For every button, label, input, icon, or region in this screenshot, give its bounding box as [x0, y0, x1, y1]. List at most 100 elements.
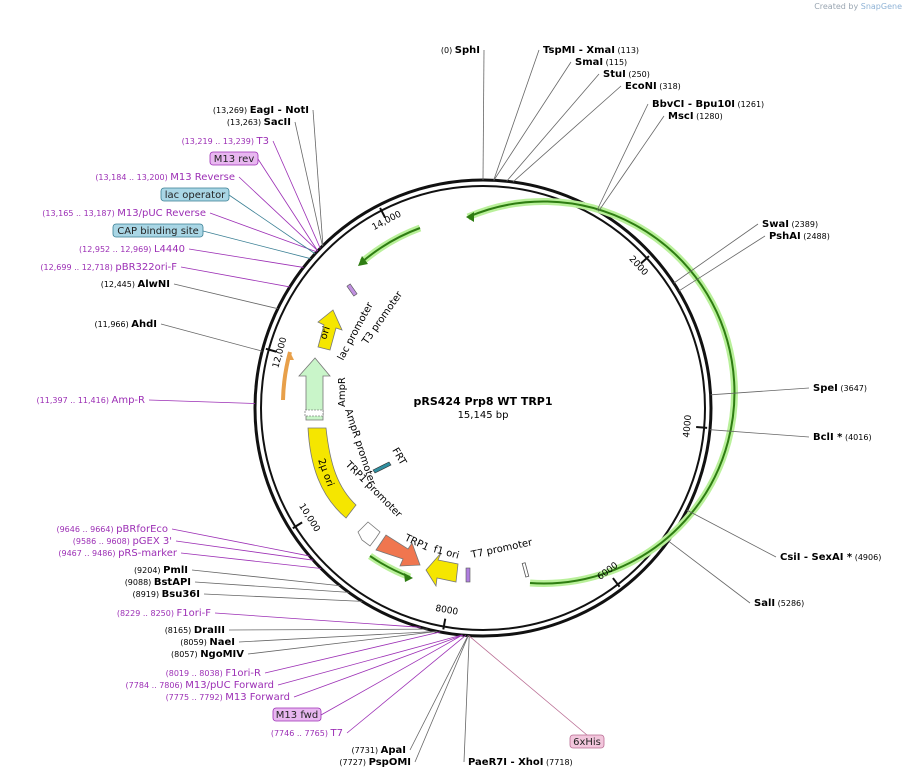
primer-site[interactable]: (13,184 .. 13,200) M13 Reverse — [95, 172, 235, 183]
enzyme-site[interactable]: (9088) BstAPI — [125, 577, 191, 588]
enzyme-site[interactable]: (7731) ApaI — [351, 745, 406, 756]
primer-site[interactable]: (12,699 .. 12,718) pBR322ori-F — [40, 262, 177, 273]
primer-site[interactable]: (11,397 .. 11,416) Amp-R — [37, 395, 145, 406]
enzyme-site[interactable]: SalI (5286) — [754, 598, 804, 609]
primer-site[interactable]: (7746 .. 7765) T7 — [271, 728, 343, 739]
enzyme-leader — [598, 115, 665, 212]
primer-label: (9586 .. 9608) pGEX 3' — [73, 536, 172, 547]
primer-site[interactable]: (9467 .. 9486) pRS-marker — [58, 548, 178, 559]
primer-label: (13,219 .. 13,239) T3 — [182, 136, 269, 147]
callout-leader — [320, 634, 463, 716]
enzyme-leader — [686, 509, 777, 558]
enzyme-label: PshAI (2488) — [769, 231, 830, 242]
primer-site[interactable]: (9586 .. 9608) pGEX 3' — [73, 536, 172, 547]
enzyme-site[interactable]: SwaI (2389) — [762, 219, 818, 230]
credit-brand: SnapGene — [860, 2, 902, 11]
enzyme-site[interactable]: StuI (250) — [603, 69, 650, 80]
enzyme-label: SalI (5286) — [754, 598, 804, 609]
primer-site[interactable]: (8019 .. 8038) F1ori-R — [166, 668, 261, 679]
enzyme-site[interactable]: (0) SphI — [441, 45, 480, 56]
primer-leader — [272, 140, 321, 249]
callout-leader — [228, 194, 316, 255]
enzyme-label: (7731) ApaI — [351, 745, 406, 756]
enzyme-site[interactable]: SmaI (115) — [575, 57, 627, 68]
primer-leader — [209, 212, 317, 253]
primer-leader — [238, 176, 319, 252]
primer-label: (9467 .. 9486) pRS-marker — [58, 548, 178, 559]
enzyme-label: StuI (250) — [603, 69, 650, 80]
primer-site[interactable]: (7784 .. 7806) M13/pUC Forward — [126, 680, 274, 691]
enzyme-label: (7727) PspOMI — [339, 757, 411, 768]
enzyme-leader — [482, 49, 485, 181]
primer-site[interactable]: (7775 .. 7792) M13 Forward — [166, 692, 290, 703]
callout-label: M13 rev — [214, 154, 255, 165]
primer-label: (7775 .. 7792) M13 Forward — [166, 692, 290, 703]
app-credit: Created by SnapGene — [814, 2, 902, 11]
enzyme-leader — [247, 631, 438, 655]
primer-label: (7746 .. 7765) T7 — [271, 728, 343, 739]
enzyme-label: BbvCI - Bpu10I (1261) — [652, 99, 764, 110]
enzyme-site[interactable]: (9204) PmlI — [134, 565, 188, 576]
callout-label: CAP binding site — [117, 226, 199, 237]
enzyme-site[interactable]: BbvCI - Bpu10I (1261) — [652, 99, 764, 110]
orange-arc-head — [286, 352, 294, 360]
scale-tick — [612, 577, 621, 588]
enzyme-site[interactable]: MscI (1280) — [668, 111, 723, 122]
feature-callout[interactable]: M13 rev — [209, 151, 259, 166]
callout-leader — [468, 635, 588, 736]
primer-site[interactable]: (13,219 .. 13,239) T3 — [182, 136, 269, 147]
enzyme-label: SpeI (3647) — [813, 383, 867, 394]
enzyme-leader — [463, 635, 470, 763]
enzyme-site[interactable]: CsiI - SexAI * (4906) — [780, 552, 881, 563]
enzyme-leader — [203, 593, 363, 602]
enzyme-label: (8919) Bsu36I — [133, 589, 201, 600]
feature-callout[interactable]: M13 fwd — [272, 707, 322, 722]
enzyme-site[interactable]: SpeI (3647) — [813, 383, 867, 394]
label-t7-promoter: T7 promoter — [469, 537, 534, 561]
enzyme-site[interactable]: (8919) Bsu36I — [133, 589, 201, 600]
enzyme-label: PaeR7I - XhoI (7718) — [468, 757, 573, 768]
enzyme-label: (8165) DraIII — [165, 625, 225, 636]
enzyme-site[interactable]: EcoNI (318) — [625, 81, 681, 92]
enzyme-leader — [493, 49, 540, 181]
primer-label: (8229 .. 8250) F1ori-F — [117, 608, 211, 619]
enzyme-site[interactable]: (8165) DraIII — [165, 625, 225, 636]
enzyme-site[interactable]: (7727) PspOMI — [339, 757, 411, 768]
enzyme-site[interactable]: PaeR7I - XhoI (7718) — [468, 757, 573, 768]
primer-leader — [171, 528, 310, 557]
primer-leader — [264, 631, 441, 674]
callout-box — [160, 187, 230, 202]
label-ori: ori — [318, 325, 332, 341]
feature-callout[interactable]: CAP binding site — [112, 223, 204, 238]
callout-label: lac operator — [165, 190, 226, 201]
enzyme-site[interactable]: (8059) NaeI — [180, 637, 235, 648]
enzyme-site[interactable]: BclI * (4016) — [813, 432, 872, 443]
scale-tick — [292, 521, 303, 530]
primer-site[interactable]: (13,165 .. 13,187) M13/pUC Reverse — [42, 208, 206, 219]
enzyme-site[interactable]: TspMI - XmaI (113) — [543, 45, 639, 56]
enzyme-site[interactable]: (13,263) SacII — [227, 117, 291, 128]
feature-callout[interactable]: 6xHis — [569, 734, 605, 749]
cds-arc-top-line — [361, 227, 421, 263]
primer-label: (8019 .. 8038) F1ori-R — [166, 668, 261, 679]
scale-tick — [265, 347, 277, 353]
primer-site[interactable]: (12,952 .. 12,969) L4440 — [79, 244, 185, 255]
enzyme-label: (12,445) AlwNI — [101, 279, 170, 290]
primer-site[interactable]: (9646 .. 9664) pBRforEco — [56, 524, 168, 535]
enzyme-label: TspMI - XmaI (113) — [543, 45, 639, 56]
feature-callout[interactable]: lac operator — [160, 187, 230, 202]
enzyme-site[interactable]: (12,445) AlwNI — [101, 279, 170, 290]
enzyme-label: CsiI - SexAI * (4906) — [780, 552, 881, 563]
enzyme-leader — [194, 581, 349, 593]
enzyme-site[interactable]: (11,966) AhdI — [94, 319, 157, 330]
primer-site[interactable]: (8229 .. 8250) F1ori-F — [117, 608, 211, 619]
enzyme-site[interactable]: (13,269) EagI - NotI — [213, 105, 309, 116]
enzyme-label: (13,269) EagI - NotI — [213, 105, 309, 116]
credit-prefix: Created by — [814, 2, 859, 11]
map-size: 15,145 bp — [458, 410, 509, 421]
primer-leader — [346, 635, 467, 734]
enzyme-leader — [512, 85, 622, 183]
enzyme-label: BclI * (4016) — [813, 432, 872, 443]
enzyme-site[interactable]: (8057) NgoMIV — [171, 649, 244, 660]
enzyme-site[interactable]: PshAI (2488) — [769, 231, 830, 242]
